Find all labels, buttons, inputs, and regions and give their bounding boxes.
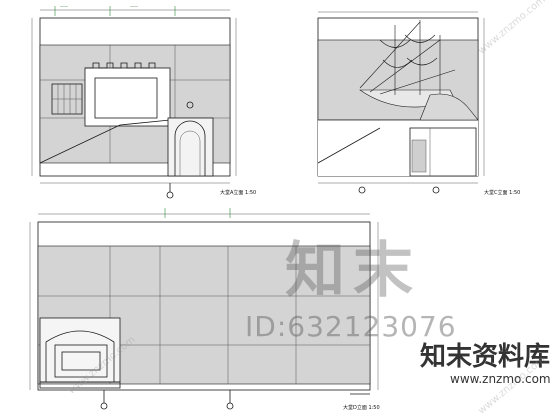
logo-text: 知末资料库 (420, 342, 551, 372)
elevation-d (29, 208, 379, 410)
caption-view3: 大堂D立面 1:50 (343, 404, 380, 411)
caption-view1: 大堂A立面 1:50 (220, 189, 256, 196)
caption-view2: 大堂C立面 1:50 (484, 189, 520, 196)
elevation-c (317, 11, 485, 194)
svg-text:——: —— (130, 4, 138, 9)
watermark-brand: 知末 (285, 236, 421, 306)
watermark-id: ID:632123076 (245, 310, 457, 343)
svg-text:——: —— (60, 4, 68, 9)
elevation-a: —— —— (31, 4, 237, 199)
logo-url: www.znzmo.com (450, 372, 551, 386)
